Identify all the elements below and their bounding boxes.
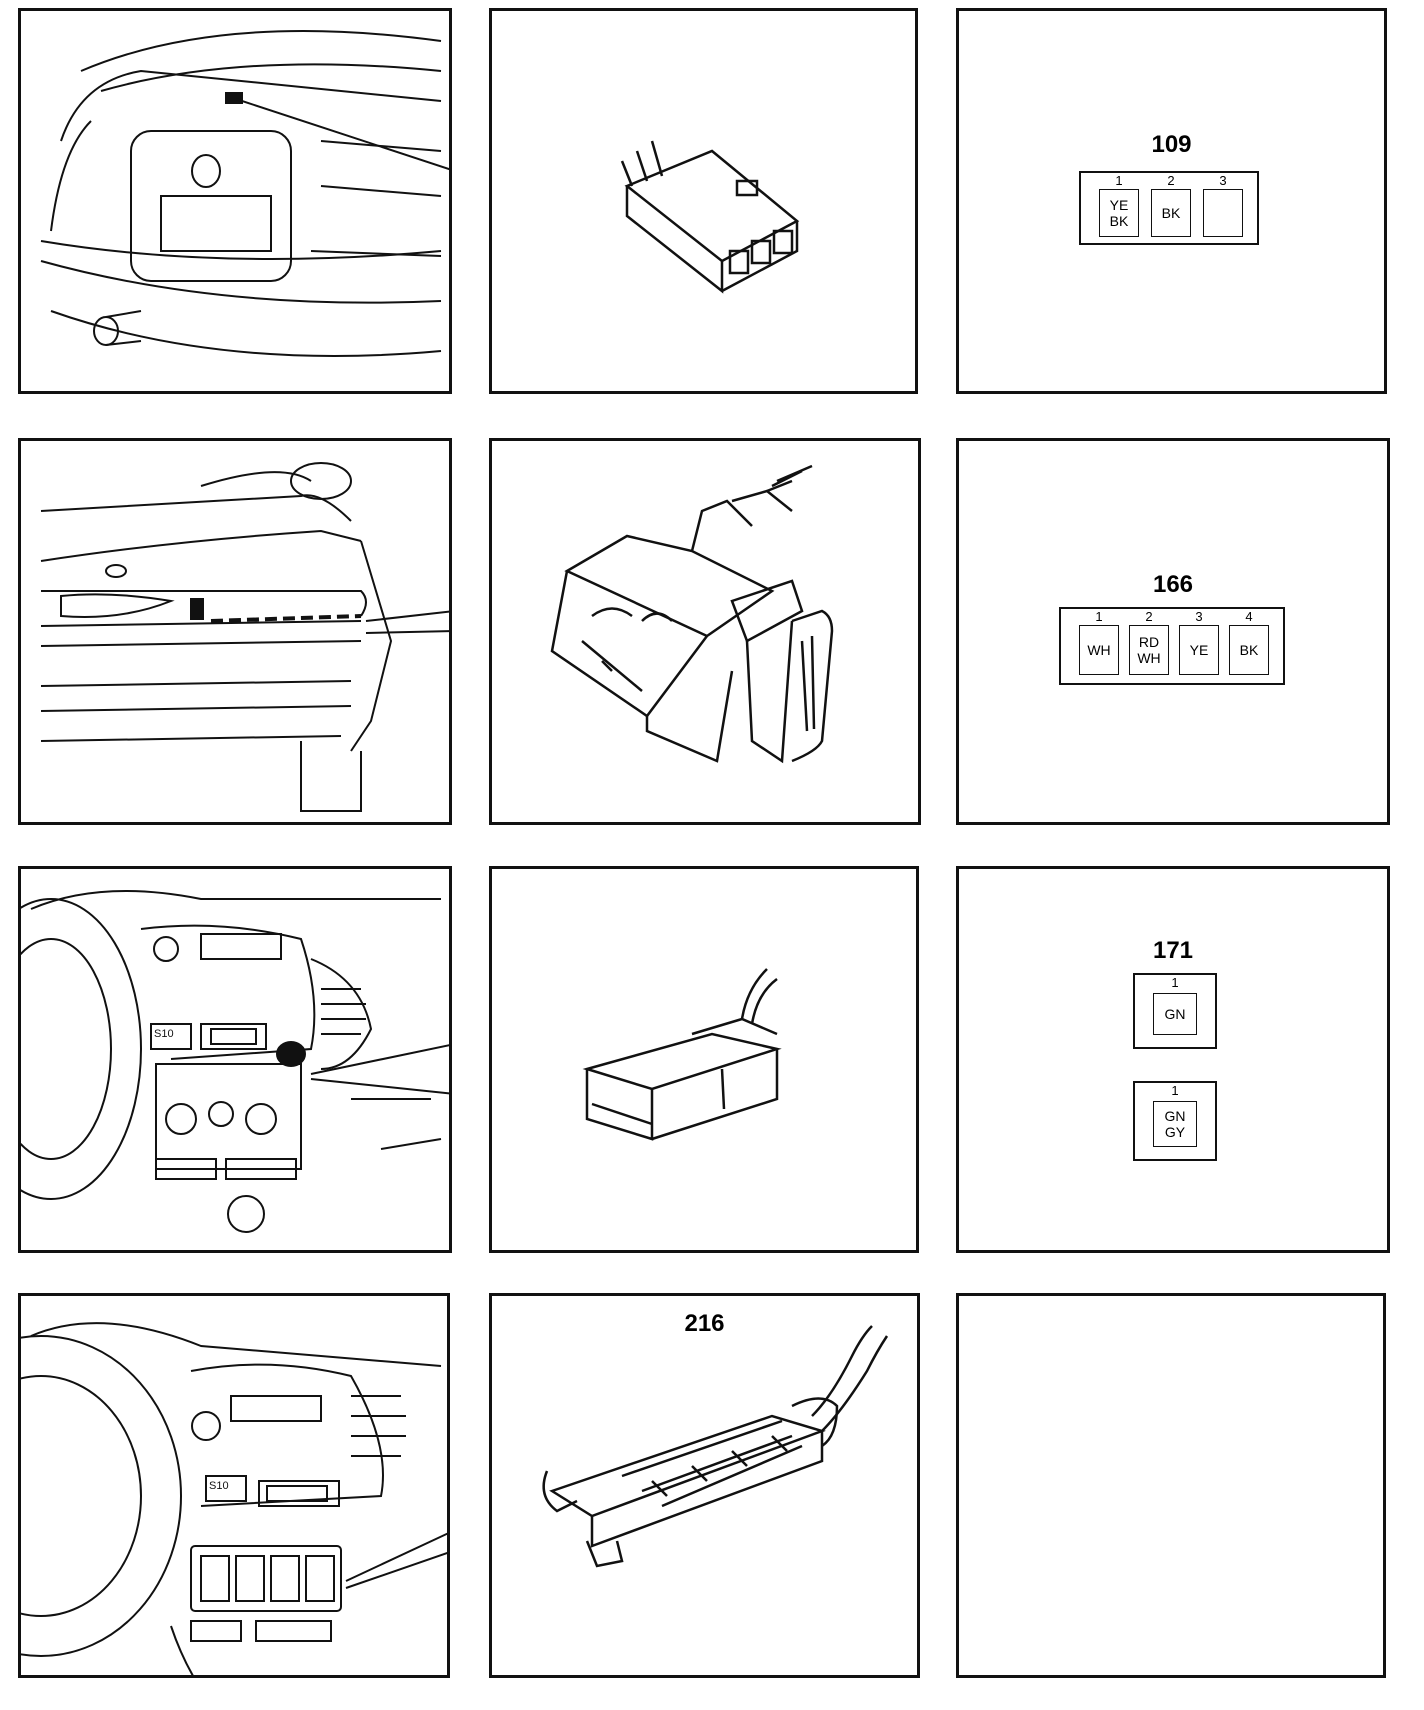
location-panel-166 — [18, 438, 452, 825]
pin-number: 4 — [1245, 609, 1253, 624]
wire-color: GN — [1164, 1006, 1186, 1022]
pin-3 — [1203, 189, 1243, 237]
wire-color: BK — [1109, 213, 1129, 229]
wire-color: WH — [1137, 650, 1161, 666]
connector-number-216: 216 — [684, 1310, 725, 1337]
connector-109-pinout: 1 2 3 YE BK BK — [1079, 171, 1259, 245]
connector-216-illustration — [542, 1325, 889, 1568]
connector-number-109: 109 — [1151, 131, 1192, 158]
pin-3: YE — [1179, 625, 1219, 675]
pin-number: 2 — [1167, 173, 1175, 188]
connector-171-pinout-variant-a: 1 GN — [1133, 973, 1217, 1049]
pin-number: 1 — [1171, 975, 1179, 990]
dash-s10-label: S10 — [154, 1028, 174, 1040]
pinout-panel-109: 109 1 2 3 YE BK BK — [956, 8, 1387, 394]
pin-1: GN — [1153, 993, 1197, 1035]
location-panel-216: S10 — [18, 1293, 450, 1678]
dashboard-illustration: S10 — [21, 1322, 447, 1675]
connector-photo-panel-166 — [489, 438, 921, 825]
dash-s10-label: S10 — [209, 1480, 229, 1492]
pin-number: 1 — [1171, 1083, 1179, 1098]
pin-2: BK — [1151, 189, 1191, 237]
connector-171-pinout-variant-b: 1 GN GY — [1133, 1081, 1217, 1161]
pin-1: YE BK — [1099, 189, 1139, 237]
connector-photo-panel-109 — [489, 8, 918, 394]
pin-4: BK — [1229, 625, 1269, 675]
connector-166-pinout: 1 2 3 4 WH RD WH YE BK — [1059, 607, 1285, 685]
wire-color: RD — [1138, 634, 1160, 650]
connector-number-166: 166 — [1152, 571, 1194, 598]
dashboard-illustration: S10 — [21, 890, 449, 1233]
wire-color: BK — [1161, 205, 1181, 221]
car-rear-illustration — [40, 30, 449, 357]
pin-2: RD WH — [1129, 625, 1169, 675]
pin-number: 3 — [1219, 173, 1227, 188]
wire-color: YE — [1189, 642, 1209, 658]
wire-color: BK — [1239, 642, 1259, 658]
pin-number: 1 — [1115, 173, 1123, 188]
connector-photo-panel-216: 216 — [489, 1293, 920, 1678]
wire-color: YE — [1109, 197, 1129, 213]
wire-color: GN — [1164, 1108, 1186, 1124]
wire-color: WH — [1087, 642, 1111, 658]
connector-171-illustration — [582, 968, 782, 1141]
connector-photo-panel-171 — [489, 866, 919, 1253]
location-panel-171: S10 — [18, 866, 452, 1253]
location-panel-109 — [18, 8, 452, 394]
pin-number: 1 — [1095, 609, 1103, 624]
pinout-panel-216 — [956, 1293, 1386, 1678]
pinout-panel-171: 171 1 GN 1 GN GY — [956, 866, 1390, 1253]
pin-1: WH — [1079, 625, 1119, 675]
connector-166-illustration — [550, 464, 834, 764]
pinout-panel-166: 166 1 2 3 4 WH RD WH YE BK — [956, 438, 1390, 825]
pin-number: 2 — [1145, 609, 1153, 624]
pin-1: GN GY — [1153, 1101, 1197, 1147]
car-front-illustration — [40, 462, 449, 812]
connector-number-171: 171 — [1152, 937, 1194, 964]
wire-color: GY — [1164, 1124, 1186, 1140]
pin-number: 3 — [1195, 609, 1203, 624]
connector-109-illustration — [620, 140, 800, 294]
